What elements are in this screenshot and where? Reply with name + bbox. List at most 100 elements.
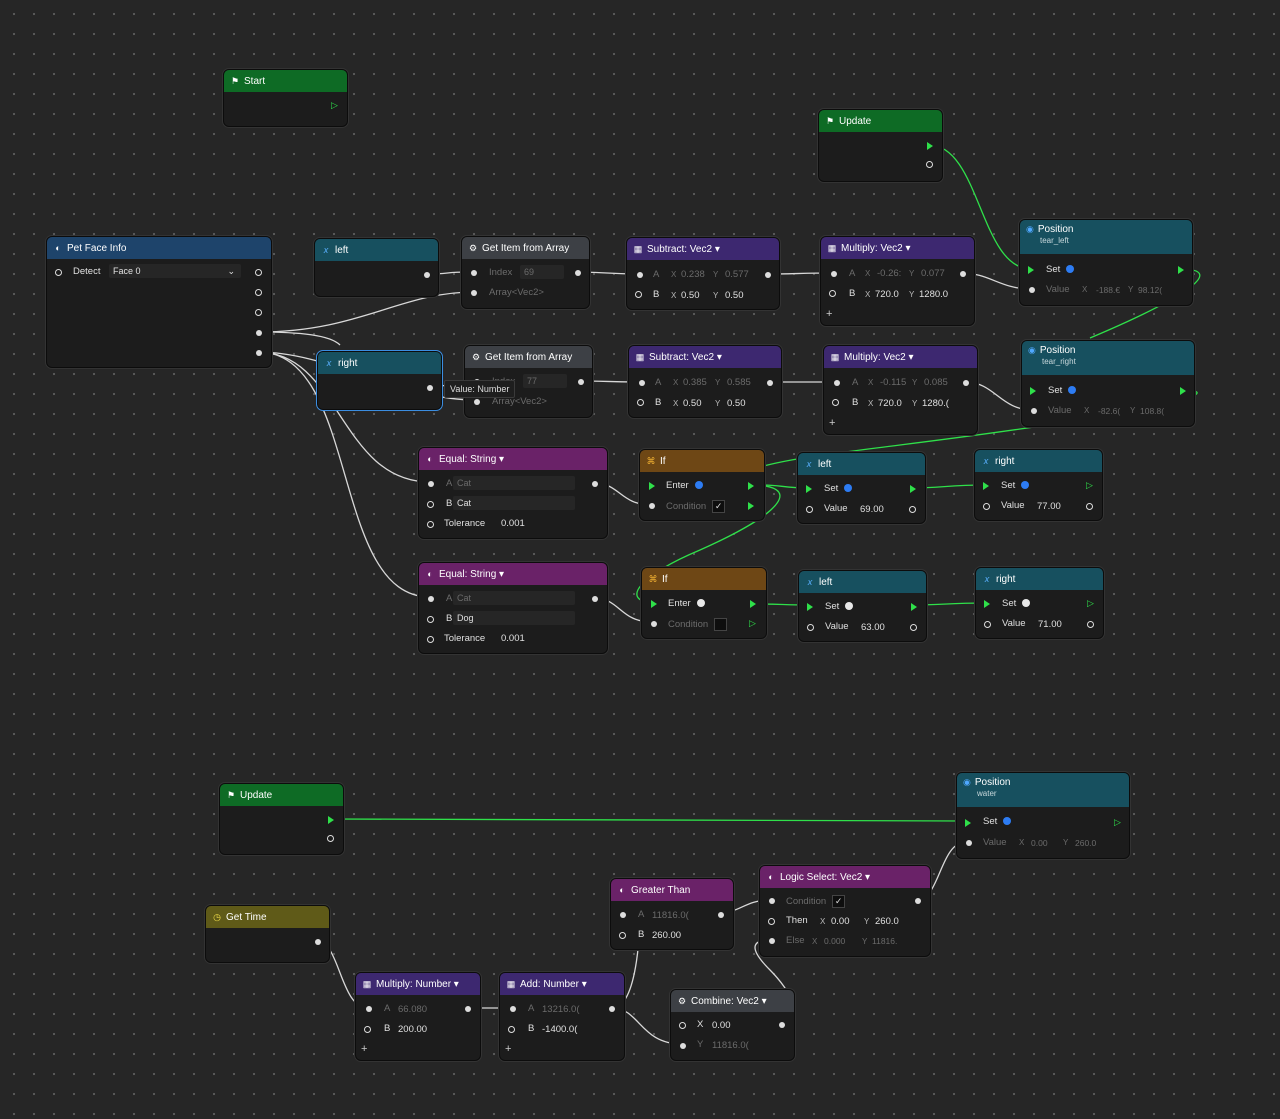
input-pin[interactable] — [1031, 408, 1037, 414]
input-pin[interactable] — [619, 932, 626, 939]
flow-output-false-pin[interactable]: ▷ — [749, 618, 756, 628]
flow-output-pin[interactable]: ▷ — [331, 100, 338, 110]
start-node[interactable]: ⚑Start ▷ — [223, 69, 348, 127]
flow-input-pin[interactable] — [806, 485, 812, 493]
bx-value[interactable]: 0.50 — [681, 290, 700, 301]
ex-value[interactable]: 0.000 — [824, 936, 846, 946]
flow-output-pin[interactable] — [1178, 266, 1184, 274]
add-input-button[interactable]: + — [361, 1043, 368, 1055]
tolerance-value[interactable]: 0.001 — [501, 518, 525, 529]
input-pin[interactable] — [620, 912, 626, 918]
ax-value[interactable]: -0.115 — [880, 377, 907, 388]
output-pin[interactable] — [592, 481, 598, 487]
set-indicator[interactable] — [844, 484, 853, 493]
output-pin[interactable] — [255, 309, 262, 316]
input-pin[interactable] — [679, 1022, 686, 1029]
flow-input-pin[interactable] — [965, 819, 971, 827]
detect-dropdown[interactable]: Face 0⌄ — [109, 264, 241, 278]
input-pin[interactable] — [471, 270, 477, 276]
pet-face-info-node[interactable]: ◐Pet Face Info Detect Face 0⌄ — [46, 236, 272, 368]
input-pin[interactable] — [831, 271, 837, 277]
set-indicator[interactable] — [1022, 599, 1031, 608]
output-pin[interactable] — [255, 269, 262, 276]
flow-input-pin[interactable] — [649, 482, 655, 490]
output-pin[interactable] — [256, 330, 262, 336]
input-pin[interactable] — [983, 503, 990, 510]
output-pin[interactable] — [256, 350, 262, 356]
input-pin[interactable] — [966, 840, 972, 846]
input-pin[interactable] — [510, 1006, 516, 1012]
input-pin[interactable] — [637, 399, 644, 406]
ay-value[interactable]: 0.085 — [924, 377, 948, 388]
output-pin[interactable] — [609, 1006, 615, 1012]
flow-output-pin[interactable] — [927, 142, 933, 150]
flow-output-pin[interactable] — [910, 485, 916, 493]
b-value[interactable]: -1400.0( — [542, 1024, 578, 1035]
value-field[interactable]: 63.00 — [861, 622, 885, 633]
set-indicator[interactable] — [1066, 265, 1075, 274]
vy-value[interactable]: 260.0 — [1075, 838, 1097, 848]
output-pin[interactable] — [779, 1022, 785, 1028]
by-value[interactable]: 0.50 — [727, 398, 746, 409]
output-pin[interactable] — [718, 912, 724, 918]
add-number-node[interactable]: ▦Add: Number ▾ A 13216.0( B -1400.0( + — [499, 972, 625, 1061]
output-pin[interactable] — [592, 596, 598, 602]
flow-output-pin[interactable]: ▷ — [1086, 480, 1093, 490]
enter-indicator[interactable] — [694, 481, 703, 490]
y-value[interactable]: 11816.0( — [712, 1040, 749, 1051]
input-pin[interactable] — [428, 481, 434, 487]
vx-value[interactable]: -82.6( — [1098, 406, 1121, 416]
subtract-vec2-node[interactable]: ▦Subtract: Vec2 ▾ A X 0.385 Y 0.585 B X … — [628, 345, 782, 418]
by-value[interactable]: 1280.0 — [919, 289, 949, 300]
combine-vec2-node[interactable]: ⚙Combine: Vec2 ▾ X 0.00 Y 11816.0( — [670, 989, 795, 1061]
output-pin[interactable] — [427, 385, 433, 391]
ax-value[interactable]: 0.385 — [683, 377, 707, 388]
flow-output-true-pin[interactable] — [748, 482, 754, 490]
output-pin[interactable] — [910, 624, 917, 631]
if-node[interactable]: ⌘If Enter Condition✓ — [639, 449, 765, 521]
x-value[interactable]: 0.00 — [712, 1020, 731, 1031]
flow-output-pin[interactable] — [911, 603, 917, 611]
flow-output-pin[interactable]: ▷ — [1087, 598, 1094, 608]
output-pin[interactable] — [424, 272, 430, 278]
if-node[interactable]: ⌘If Enter Condition ▷ — [641, 567, 767, 639]
get-item-from-array-node[interactable]: ⚙Get Item from Array Index 69 Array<Vec2… — [461, 236, 590, 309]
add-input-button[interactable]: + — [829, 417, 836, 429]
output-pin[interactable] — [909, 506, 916, 513]
output-pin[interactable] — [767, 380, 773, 386]
bx-value[interactable]: 720.0 — [875, 289, 899, 300]
output-pin[interactable] — [327, 835, 334, 842]
input-pin[interactable] — [769, 938, 775, 944]
output-pin[interactable] — [315, 939, 321, 945]
output-pin[interactable] — [578, 379, 584, 385]
b-value[interactable]: 200.00 — [398, 1024, 428, 1035]
multiply-vec2-node[interactable]: ▦Multiply: Vec2 ▾ A X -0.115 Y 0.085 B X… — [823, 345, 978, 435]
value-field[interactable]: 77.00 — [1037, 501, 1061, 512]
input-pin[interactable] — [807, 624, 814, 631]
input-pin[interactable] — [474, 399, 480, 405]
get-time-node[interactable]: ◷Get Time — [205, 905, 330, 963]
set-indicator[interactable] — [1068, 386, 1077, 395]
condition-checkbox[interactable]: ✓ — [832, 895, 846, 908]
output-pin[interactable] — [960, 271, 966, 277]
input-pin[interactable] — [364, 1026, 371, 1033]
condition-checkbox[interactable] — [714, 618, 728, 631]
input-pin[interactable] — [427, 616, 434, 623]
input-pin[interactable] — [427, 501, 434, 508]
equal-string-node[interactable]: ◐Equal: String ▾ A Cat B Dog Tolerance 0… — [418, 562, 608, 654]
index-field[interactable]: 77 — [523, 374, 567, 388]
ey-value[interactable]: 11816. — [872, 936, 898, 946]
input-pin[interactable] — [834, 380, 840, 386]
by-value[interactable]: 1280.( — [922, 398, 949, 409]
flow-output-true-pin[interactable] — [750, 600, 756, 608]
input-pin[interactable] — [366, 1006, 372, 1012]
flow-output-pin[interactable] — [328, 816, 334, 824]
output-pin[interactable] — [915, 898, 921, 904]
input-pin[interactable] — [984, 621, 991, 628]
set-indicator[interactable] — [1021, 481, 1030, 490]
